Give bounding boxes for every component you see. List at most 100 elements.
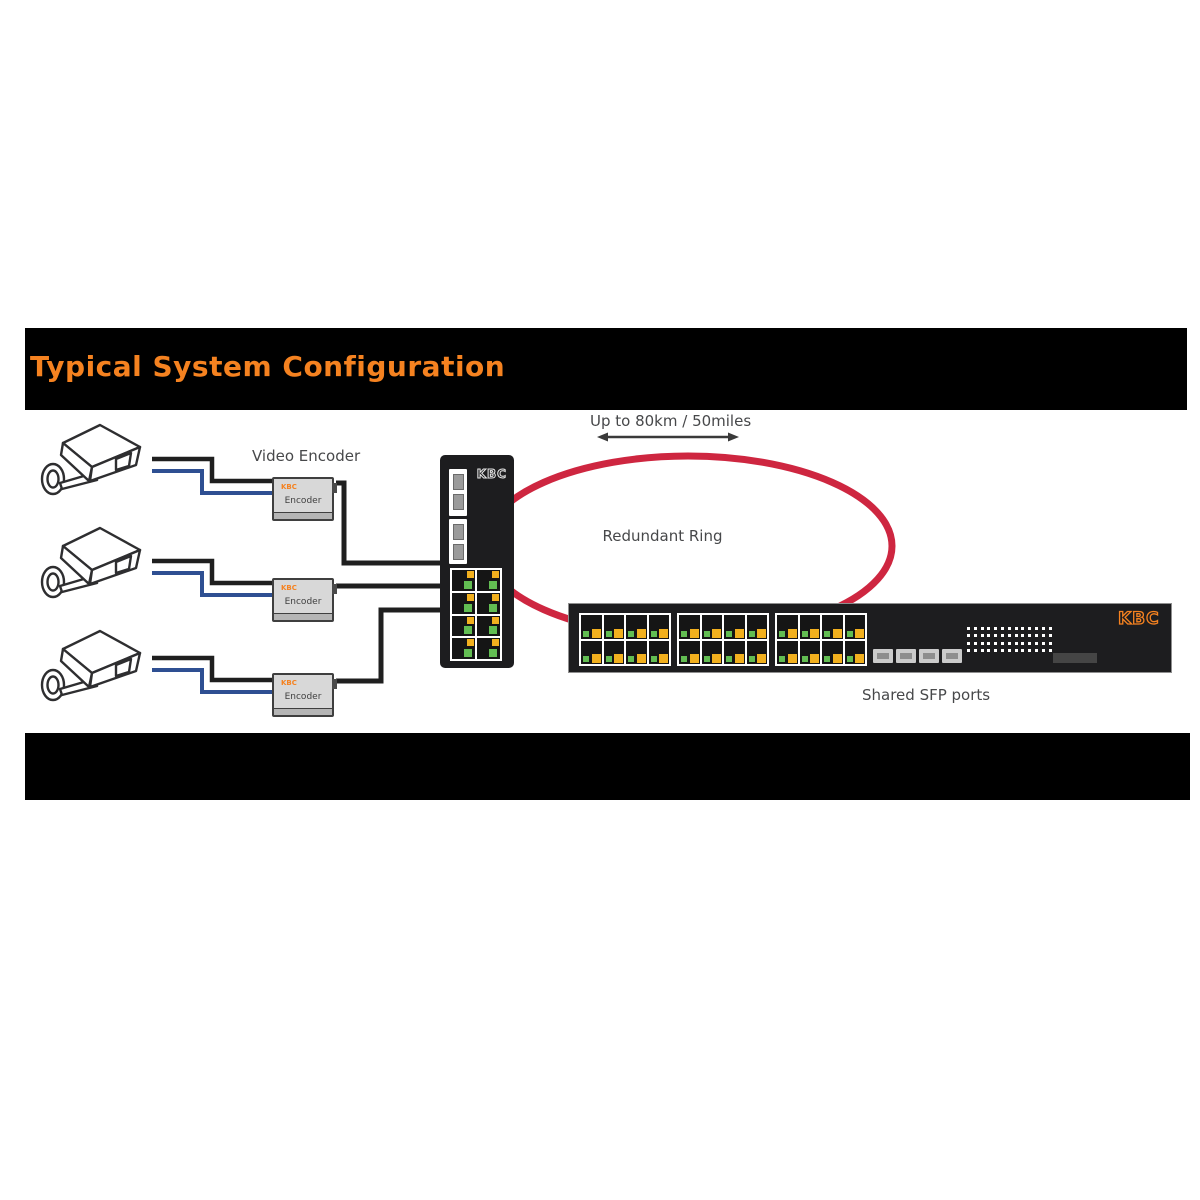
page-title: Typical System Configuration [30,350,506,383]
vent-dot [1028,627,1032,630]
vent-dot [1001,648,1004,652]
sfp-cage [452,544,464,560]
rack-switch: KBC [568,603,1172,673]
vent-dot [1007,648,1011,652]
encoder-label: Encoder [284,692,322,702]
rj45-port [746,615,767,639]
vent-dot [987,627,991,630]
rj45-port [746,640,767,664]
rj45-port [603,615,624,639]
vent-dot [1041,634,1045,638]
rj45-port [581,615,602,639]
encoder-connector [332,679,337,689]
sfp-port [896,649,916,663]
encoder-uplink-wires [336,480,441,684]
rj45-port [452,638,475,659]
rj45-port-group [677,613,769,666]
vent-dot [987,634,991,638]
rj45-port [452,592,475,614]
vent-dot-grid [967,627,1063,655]
vent-dot [980,634,984,638]
vent-dot [1007,634,1011,638]
camera-icon [40,423,142,496]
rj45-port [477,570,500,591]
encoder-connector [332,584,337,594]
distance-label: Up to 80km / 50miles [590,412,752,430]
rj45-port [799,615,820,639]
rj45-port [679,615,700,639]
vent-dot [1014,627,1018,630]
redundant-ring-label: Redundant Ring [602,527,723,545]
ring-switch: KBC [440,455,514,668]
vent-dot [980,641,984,645]
console-slot [1053,653,1097,663]
vent-dot [1007,641,1011,645]
rj45-port [452,615,475,637]
vent-dot [973,641,977,645]
vent-dot [1028,634,1032,638]
vent-dot [987,648,991,652]
encoder-label: Encoder [284,597,322,607]
rj45-port [777,640,798,664]
video-encoder-box: KBC Encoder [272,673,337,717]
rj45-port [724,615,745,639]
vent-dot [994,648,998,652]
vent-dot [1014,634,1018,638]
camera-video-wires [152,456,272,683]
vent-dot [994,627,998,630]
vent-dot [1035,648,1038,652]
rj45-port [477,615,500,637]
rj45-port [701,640,722,664]
rj45-port [777,615,798,639]
camera-icon [40,629,142,702]
encoder-base [274,613,332,620]
sfp-cage [452,494,464,510]
encoder-label: Encoder [284,496,322,506]
rj45-port [799,640,820,664]
vent-dot [1021,648,1025,652]
rj45-port [822,615,843,639]
vent-dot [973,627,977,630]
vent-dot [994,634,998,638]
vent-dot [973,648,977,652]
sfp-port [942,649,962,663]
rj45-port [844,615,865,639]
rj45-port [701,615,722,639]
vent-dot [1028,648,1032,652]
rj45-port [648,615,669,639]
vent-dot [987,641,991,645]
vent-dot [1014,641,1018,645]
vent-dot [1041,627,1045,630]
vent-dot [1021,634,1025,638]
rj45-port [581,640,602,664]
video-encoder-label: Video Encoder [252,447,361,465]
vent-dot [1048,648,1052,652]
rj45-port [648,640,669,664]
rj45-port [603,640,624,664]
vent-dot [980,627,984,630]
vent-dot [1041,648,1045,652]
footer-bar [25,733,1190,800]
encoder-base [274,708,332,715]
vent-dot [1021,641,1025,645]
vent-dot [1048,627,1052,630]
vent-dot [1035,641,1038,645]
vent-dot [1001,627,1004,630]
sfp-port [873,649,893,663]
rj45-port [452,570,475,591]
sfp-port [919,649,939,663]
rj45-port [822,640,843,664]
vent-dot [1021,627,1025,630]
vent-dot [1028,641,1032,645]
rj45-port [679,640,700,664]
sfp-cage [452,474,464,490]
rj45-port [626,615,647,639]
video-encoder-box: KBC Encoder [272,477,337,521]
rj45-port [477,638,500,659]
vent-dot [967,634,970,638]
vent-dot [1035,627,1038,630]
sfp-cage [452,524,464,540]
vent-dot [967,641,970,645]
